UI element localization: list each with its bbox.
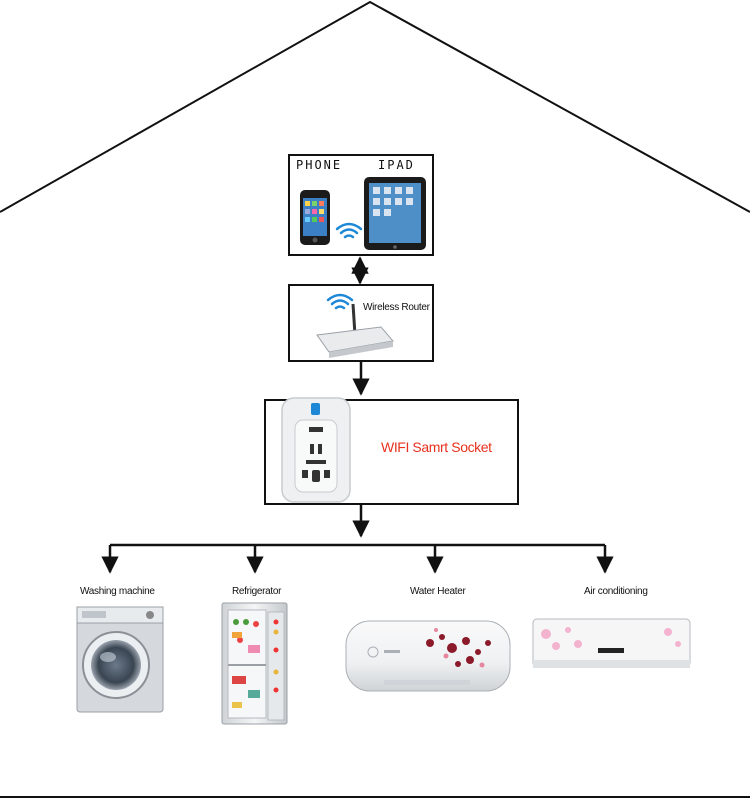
socket-box [264,397,519,505]
refrigerator-icon [221,602,288,725]
socket-label: WIFI Samrt Socket [381,439,492,455]
water-heater-icon [345,620,511,692]
smart-socket-icon [281,397,351,503]
appliance-label-water-heater: Water Heater [410,586,466,597]
router-box [288,284,434,362]
router-label: Wireless Router [363,302,430,313]
floral-pattern [426,634,491,667]
devices-box [288,154,434,256]
wifi-icon [335,222,363,239]
wireless-router-icon [316,293,394,358]
ipad-icon [364,177,426,250]
appliance-label-refrigerator: Refrigerator [232,586,282,597]
air-conditioner-icon [532,618,691,668]
washing-machine-icon [76,606,164,713]
ipad-label: IPAD [378,158,415,172]
appliance-label-washing-machine: Washing machine [80,586,155,597]
distribution-lines [101,543,614,574]
phone-icon [300,190,330,245]
appliance-label-air-conditioning: Air conditioning [584,586,648,597]
phone-label: PHONE [296,158,343,172]
